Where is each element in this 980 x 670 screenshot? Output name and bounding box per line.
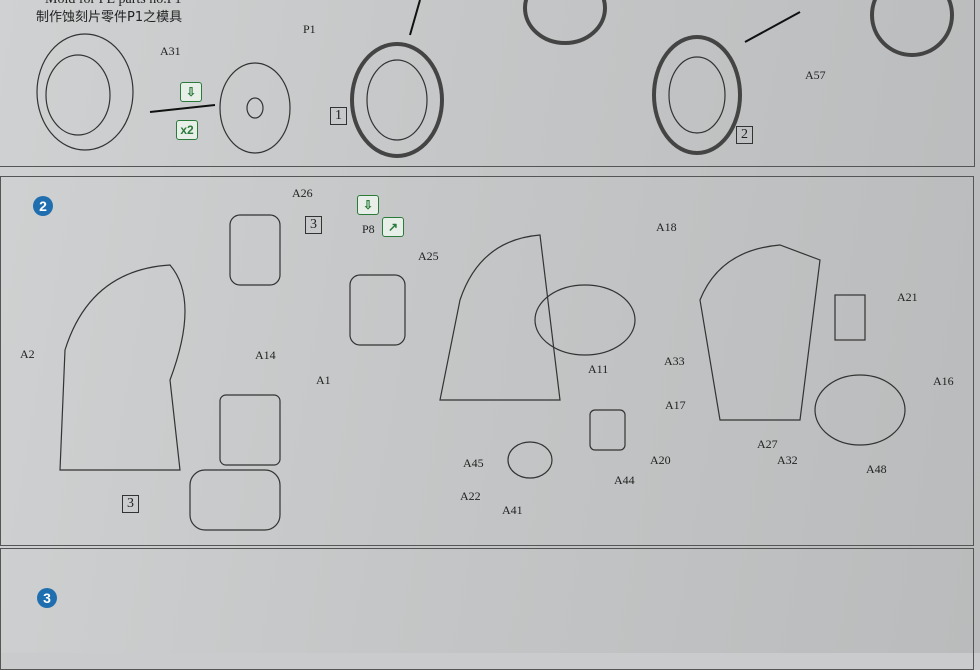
label-a25: A25 — [418, 249, 439, 263]
wheel-1 — [350, 42, 444, 158]
label-a32: A32 — [777, 453, 798, 467]
step1-frame — [0, 0, 975, 167]
top-note-cn: 制作蚀刻片零件P1之模具 — [36, 10, 183, 25]
label-a45: A45 — [463, 456, 484, 470]
label-a21: A21 — [897, 290, 918, 304]
label-a27: A27 — [757, 437, 778, 451]
label-a17: A17 — [665, 398, 686, 412]
label-a33: A33 — [664, 354, 685, 368]
bend-icon: ↗ — [382, 217, 404, 237]
label-a31: A31 — [160, 44, 181, 58]
ref-box-1: 1 — [330, 107, 347, 125]
frame-part — [59, 264, 186, 471]
step-number-3: 3 — [37, 588, 57, 608]
label-a44: A44 — [614, 473, 635, 487]
label-a20: A20 — [650, 453, 671, 467]
download-arrow-icon: ⇩ — [357, 195, 379, 215]
wheel-2 — [652, 35, 742, 155]
tire-outline — [36, 33, 134, 151]
label-a41: A41 — [502, 503, 523, 517]
step2-frame — [0, 176, 974, 546]
label-a11: A11 — [588, 362, 609, 376]
label-a14: A14 — [255, 348, 276, 362]
pe-wheel — [219, 62, 291, 154]
engine-cylinder — [219, 394, 281, 466]
ref-box-2: 2 — [736, 126, 753, 144]
label-a48: A48 — [866, 462, 887, 476]
label-a26: A26 — [292, 186, 313, 200]
label-a1: A1 — [316, 373, 331, 387]
ref-box-3a: 3 — [305, 216, 322, 234]
ref-box-3b: 3 — [122, 495, 139, 513]
label-a2: A2 — [20, 347, 35, 361]
multiplier-badge: x2 — [176, 120, 198, 140]
label-a57: A57 — [805, 68, 826, 82]
drawing — [36, 0, 954, 531]
top-note-en: Mold for PE parts no.P1 — [45, 0, 182, 8]
label-a16: A16 — [933, 374, 954, 388]
download-arrow-icon: ⇩ — [180, 82, 202, 102]
label-a18: A18 — [656, 220, 677, 234]
label-a22: A22 — [460, 489, 481, 503]
label-p8: P8 — [362, 222, 375, 236]
step-number-2: 2 — [33, 196, 53, 216]
label-p1: P1 — [303, 22, 316, 36]
